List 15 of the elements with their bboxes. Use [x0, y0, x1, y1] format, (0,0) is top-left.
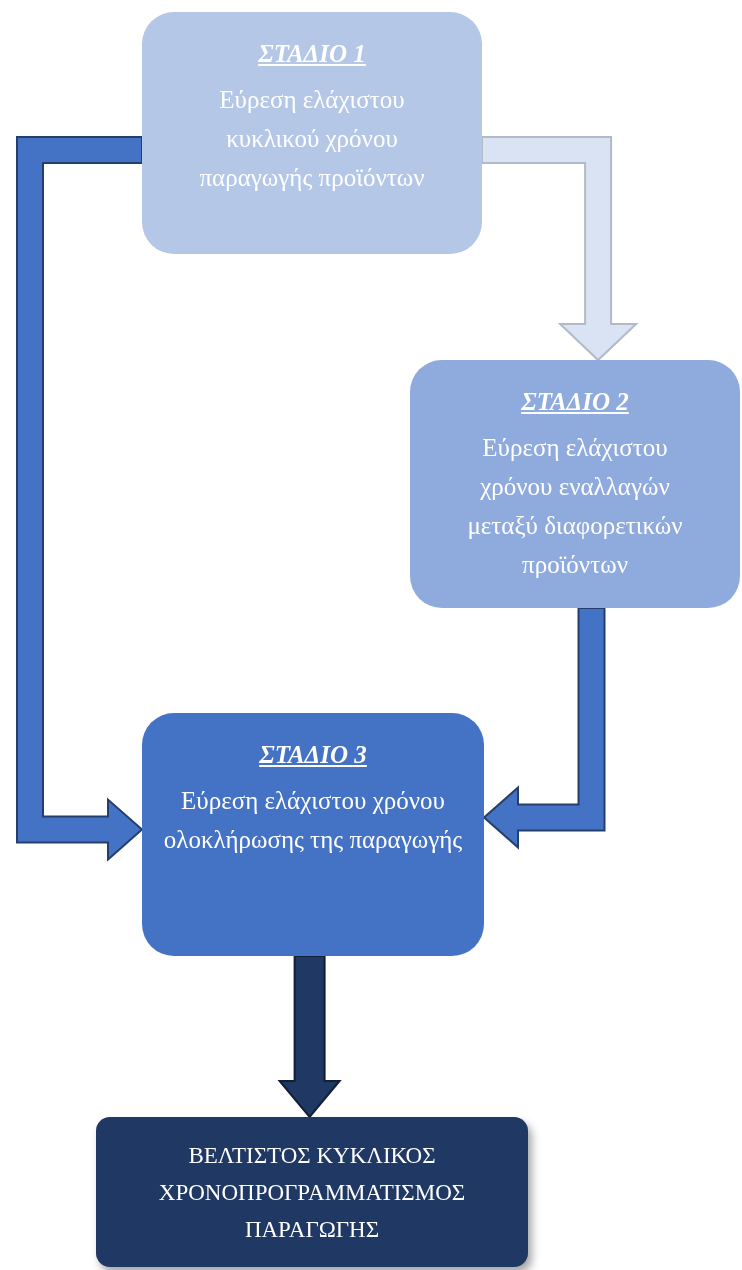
result-box [96, 1117, 528, 1267]
stage-heading: ΣΤΑΔΙΟ 1 [258, 40, 366, 68]
stage-box [142, 12, 482, 254]
block-arrow [277, 955, 342, 1119]
stage-box [410, 360, 740, 608]
block-arrow [16, 135, 144, 862]
stage-heading: ΣΤΑΔΙΟ 3 [259, 741, 367, 769]
stage-heading: ΣΤΑΔΙΟ 2 [521, 388, 629, 416]
stage-box [142, 713, 484, 956]
result-text: ΒΕΛΤΙΣΤΟΣ ΚΥΚΛΙΚΟΣ ΧΡΟΝΟΠΡΟΓΡΑΜΜΑΤΙΣΜΟΣ ΠΑΡΑΓΩΓΗΣ [157, 1141, 467, 1244]
stage-description: Εύρεση ελάχιστου χρόνου ολοκλήρωσης της παραγωγής [162, 786, 464, 855]
block-arrow [482, 607, 606, 850]
block-arrow [481, 135, 639, 362]
stage-description: Εύρεση ελάχιστου κυκλικού χρόνου παραγωγής προϊόντων [198, 85, 426, 193]
stage-description: Εύρεση ελάχιστου χρόνου εναλλαγών μεταξύ διαφορετικών προϊόντων [466, 433, 684, 580]
